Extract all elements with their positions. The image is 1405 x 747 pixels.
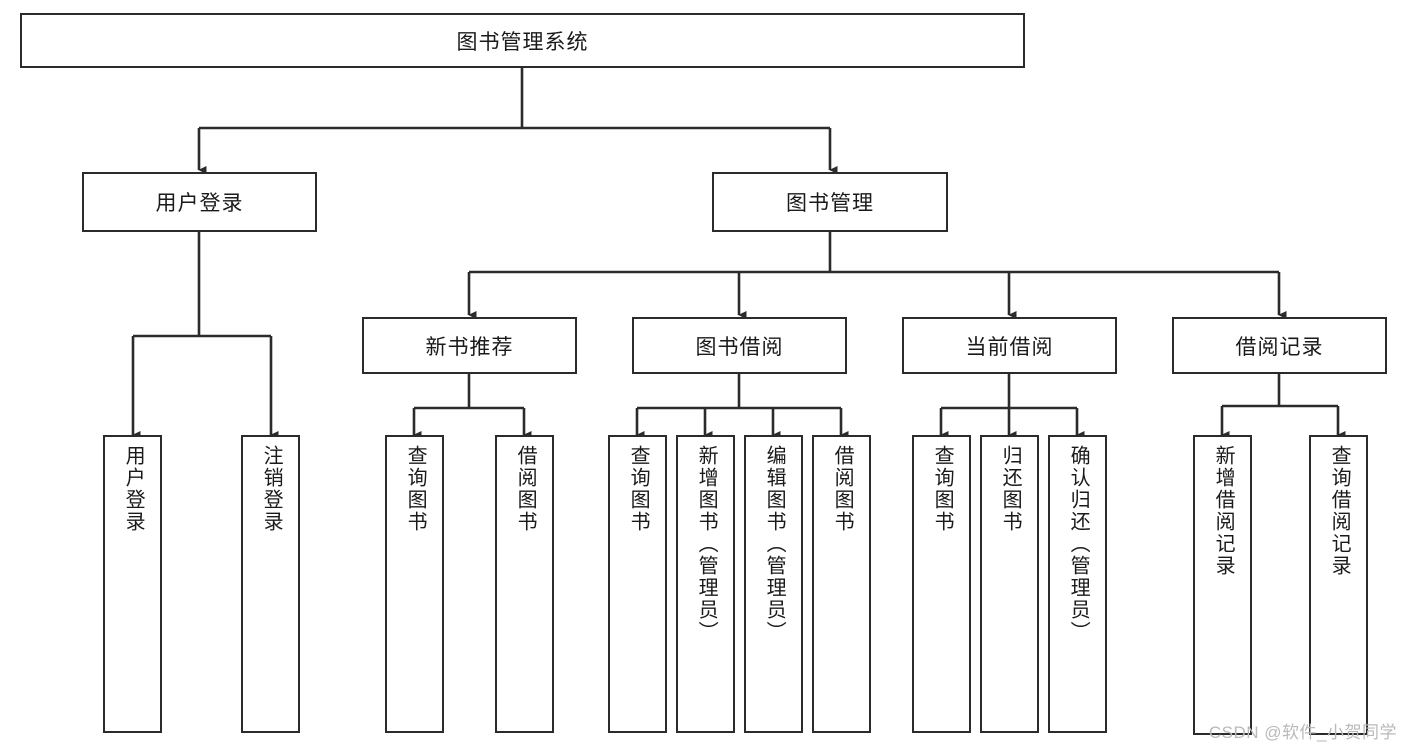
node-leaf-edit-book-label: 编辑图书（管理员）: [763, 445, 786, 643]
node-root[interactable]: 图书管理系统: [20, 13, 1025, 68]
node-leaf-logout-login-label: 注销登录: [260, 445, 283, 533]
node-new-book-recommend[interactable]: 新书推荐: [362, 317, 577, 374]
node-leaf-borrow-book-1[interactable]: 借阅图书: [495, 435, 554, 733]
node-leaf-query-book-3[interactable]: 查询图书: [912, 435, 971, 733]
node-leaf-borrow-book-1-label: 借阅图书: [514, 445, 537, 533]
node-book-borrow-label: 图书借阅: [695, 335, 784, 359]
node-user-login[interactable]: 用户登录: [82, 172, 317, 232]
node-leaf-query-record-label: 查询借阅记录: [1328, 445, 1351, 577]
node-leaf-query-book-1-label: 查询图书: [404, 445, 427, 533]
node-leaf-add-book[interactable]: 新增图书（管理员）: [676, 435, 735, 733]
node-leaf-return-book-label: 归还图书: [999, 445, 1022, 533]
node-leaf-add-record-label: 新增借阅记录: [1212, 445, 1235, 577]
node-leaf-borrow-book-2[interactable]: 借阅图书: [812, 435, 871, 733]
node-leaf-confirm-return-label: 确认归还（管理员）: [1067, 445, 1090, 643]
node-leaf-add-record[interactable]: 新增借阅记录: [1193, 435, 1252, 735]
node-book-borrow[interactable]: 图书借阅: [632, 317, 847, 374]
node-current-borrow-label: 当前借阅: [965, 335, 1054, 359]
node-borrow-record[interactable]: 借阅记录: [1172, 317, 1387, 374]
node-leaf-confirm-return[interactable]: 确认归还（管理员）: [1048, 435, 1107, 733]
node-book-management[interactable]: 图书管理: [712, 172, 948, 232]
node-leaf-user-login-label: 用户登录: [122, 445, 145, 533]
node-borrow-record-label: 借阅记录: [1235, 335, 1324, 359]
node-leaf-query-book-2-label: 查询图书: [627, 445, 650, 533]
node-leaf-query-book-3-label: 查询图书: [931, 445, 954, 533]
watermark: CSDN @软件_小贺同学: [1208, 723, 1397, 742]
node-book-management-label: 图书管理: [786, 192, 874, 215]
node-new-book-recommend-label: 新书推荐: [425, 335, 514, 359]
node-leaf-borrow-book-2-label: 借阅图书: [831, 445, 854, 533]
node-leaf-query-record[interactable]: 查询借阅记录: [1309, 435, 1368, 735]
node-leaf-user-login[interactable]: 用户登录: [103, 435, 162, 733]
node-leaf-edit-book[interactable]: 编辑图书（管理员）: [744, 435, 803, 733]
node-current-borrow[interactable]: 当前借阅: [902, 317, 1117, 374]
node-leaf-add-book-label: 新增图书（管理员）: [695, 445, 718, 643]
node-root-label: 图书管理系统: [456, 30, 589, 54]
node-user-login-label: 用户登录: [155, 192, 244, 215]
node-leaf-query-book-2[interactable]: 查询图书: [608, 435, 667, 733]
node-leaf-query-book-1[interactable]: 查询图书: [385, 435, 444, 733]
node-leaf-return-book[interactable]: 归还图书: [980, 435, 1039, 733]
node-leaf-logout-login[interactable]: 注销登录: [241, 435, 300, 733]
